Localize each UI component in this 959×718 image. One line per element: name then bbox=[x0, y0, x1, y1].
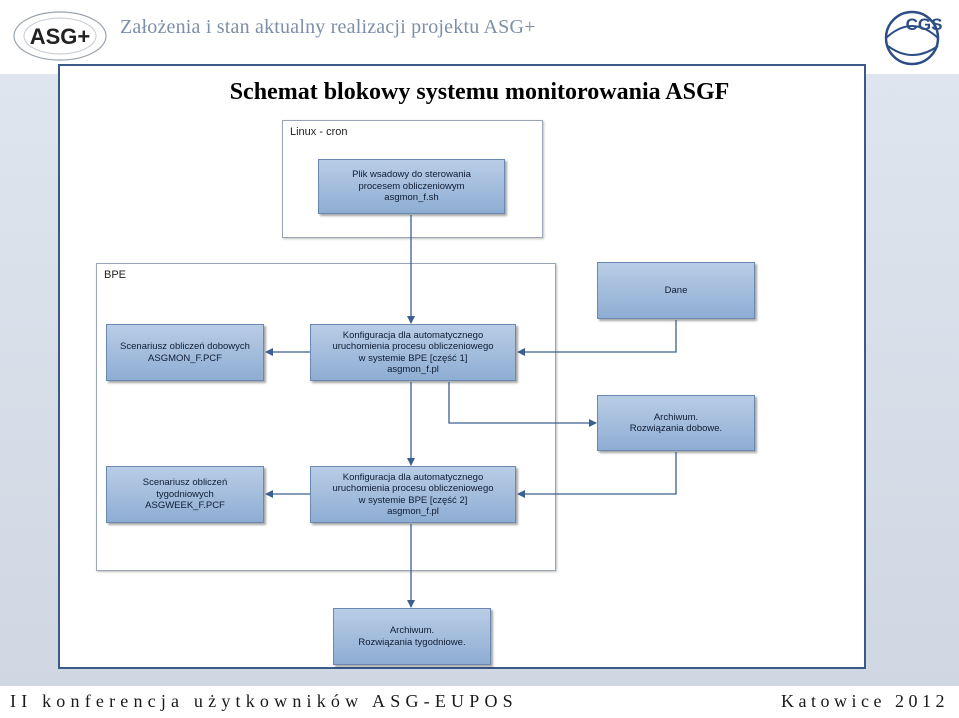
page-title: Schemat blokowy systemu monitorowania AS… bbox=[229, 79, 730, 105]
node-data-label: Dane bbox=[664, 284, 688, 296]
container-bpe-label: BPE bbox=[104, 269, 127, 281]
node-batch-line-1: Plik wsadowy do sterowania bbox=[352, 169, 471, 181]
footer-conference: II konferencja użytkowników ASG-EUPOS bbox=[10, 691, 518, 711]
node-data: Dane bbox=[597, 262, 755, 319]
asg-logo: ASG+ bbox=[13, 11, 107, 61]
cgs-logo-text: CGS bbox=[906, 15, 943, 34]
node-weekly-scenario: Scenariusz obliczeń tygodniowych ASGWEEK… bbox=[106, 466, 264, 523]
node-config-part-1: Konfiguracja dla automatycznego uruchomi… bbox=[310, 324, 516, 381]
node-config2-line-1: Konfiguracja dla automatycznego bbox=[342, 471, 484, 483]
node-config2-line-2: uruchomienia procesu obliczeniowego bbox=[332, 483, 494, 494]
node-weekly-scenario-line-3: ASGWEEK_F.PCF bbox=[145, 500, 225, 512]
cgs-logo: CGS bbox=[884, 10, 943, 66]
node-archive-daily: Archiwum. Rozwiązania dobowe. bbox=[597, 395, 755, 451]
node-weekly-scenario-line-2: tygodniowych bbox=[156, 488, 214, 500]
asg-logo-text: ASG+ bbox=[30, 24, 91, 49]
node-archive-daily-line-2: Rozwiązania dobowe. bbox=[629, 423, 723, 434]
node-config2-line-4: asgmon_f.pl bbox=[387, 506, 439, 517]
node-daily-scenario-line-1: Scenariusz obliczeń dobowych bbox=[120, 341, 250, 352]
node-daily-scenario-line-2: ASGMON_F.PCF bbox=[148, 352, 222, 364]
footer-bar bbox=[0, 686, 959, 718]
node-weekly-scenario-line-1: Scenariusz obliczeń bbox=[142, 477, 228, 489]
node-archive-weekly-line-1: Archiwum. bbox=[389, 625, 435, 636]
node-config1-line-2: uruchomienia procesu obliczeniowego bbox=[332, 341, 494, 352]
node-archive-daily-line-1: Archiwum. bbox=[653, 411, 699, 423]
node-config-part-2: Konfiguracja dla automatycznego uruchomi… bbox=[310, 466, 516, 523]
node-batch-file: Plik wsadowy do sterowania procesem obli… bbox=[318, 159, 505, 214]
node-archive-weekly: Archiwum. Rozwiązania tygodniowe. bbox=[333, 608, 491, 665]
node-config1-line-1: Konfiguracja dla automatycznego bbox=[342, 329, 484, 341]
node-batch-line-3: asgmon_f.sh bbox=[384, 192, 439, 204]
header-title: Założenia i stan aktualny realizacji pro… bbox=[120, 16, 536, 38]
node-archive-weekly-line-2: Rozwiązania tygodniowe. bbox=[358, 636, 466, 648]
footer-location-year: Katowice 2012 bbox=[781, 691, 949, 711]
container-linux-label: Linux - cron bbox=[290, 126, 348, 138]
node-batch-line-2: procesem obliczeniowym bbox=[358, 180, 465, 192]
node-config1-line-4: asgmon_f.pl bbox=[387, 364, 439, 375]
node-config2-line-3: w systemie BPE [część 2] bbox=[358, 494, 468, 506]
container-bpe: BPE bbox=[96, 263, 556, 571]
node-config1-line-3: w systemie BPE [część 1] bbox=[358, 352, 468, 364]
node-daily-scenario: Scenariusz obliczeń dobowych ASGMON_F.PC… bbox=[106, 324, 264, 381]
